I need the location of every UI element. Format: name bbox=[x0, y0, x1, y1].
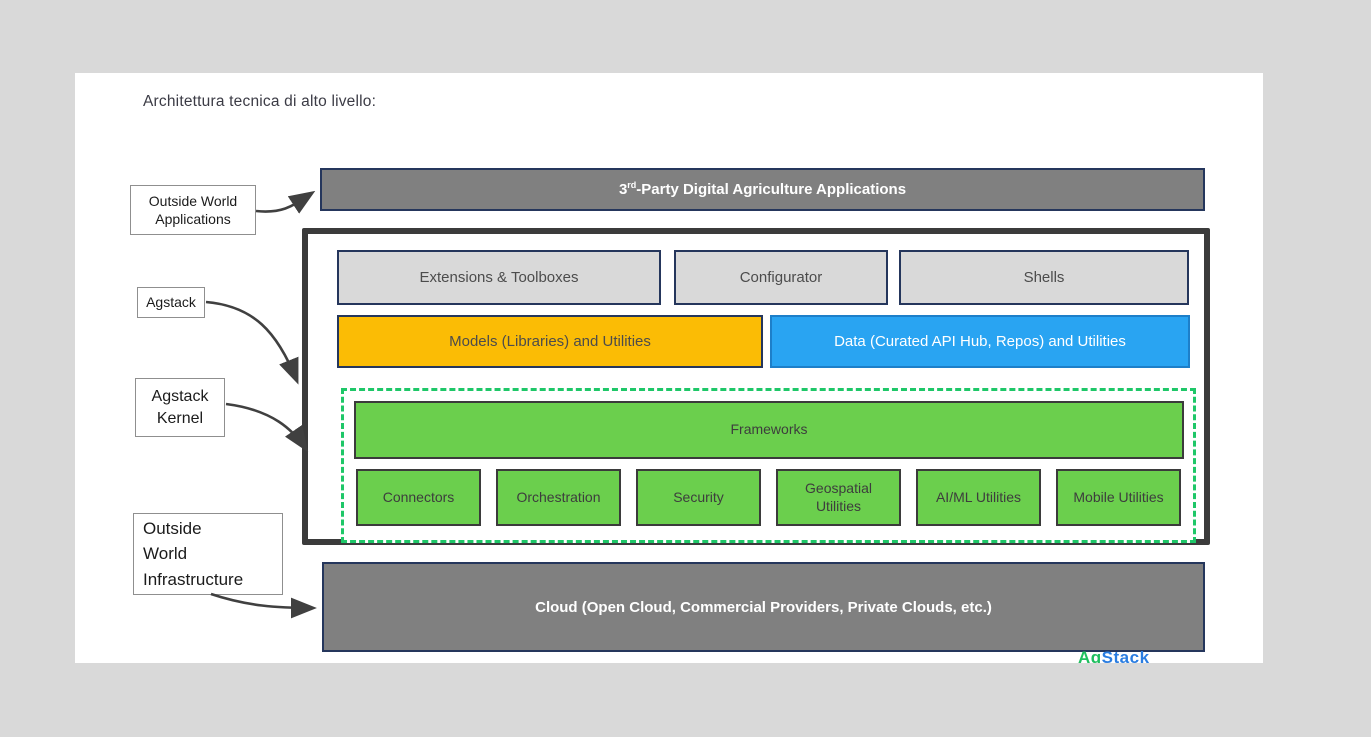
document-page: Architettura tecnica di alto livello: 3r… bbox=[75, 73, 1263, 663]
security-box: Security bbox=[636, 469, 761, 526]
arrow-kernel-to-dashed bbox=[225, 402, 309, 453]
aiml-utilities-box: AI/ML Utilities bbox=[916, 469, 1041, 526]
arrow-infra-to-cloud bbox=[210, 592, 317, 619]
agstack-logo-clipped: AgStack bbox=[1078, 648, 1208, 663]
extensions-toolboxes-box: Extensions & Toolboxes bbox=[337, 250, 661, 305]
arrow-outside-apps-to-bar bbox=[255, 190, 316, 214]
third-party-apps-label: 3rd-Party Digital Agriculture Applicatio… bbox=[618, 180, 907, 199]
cloud-bar: Cloud (Open Cloud, Commercial Providers,… bbox=[322, 562, 1205, 652]
geospatial-utilities-box: Geospatial Utilities bbox=[776, 469, 901, 526]
third-party-apps-bar: 3rd-Party Digital Agriculture Applicatio… bbox=[320, 168, 1205, 211]
agstack-container: Extensions & Toolboxes Configurator Shel… bbox=[302, 228, 1210, 545]
kernel-modules-row: Connectors Orchestration Security Geospa… bbox=[356, 469, 1181, 526]
orchestration-box: Orchestration bbox=[496, 469, 621, 526]
shells-box: Shells bbox=[899, 250, 1189, 305]
models-utilities-box: Models (Libraries) and Utilities bbox=[337, 315, 763, 368]
page-title: Architettura tecnica di alto livello: bbox=[143, 93, 377, 110]
agstack-label: Agstack bbox=[137, 287, 205, 318]
outside-world-applications-label: Outside World Applications bbox=[130, 185, 256, 235]
ordinal-superscript: rd bbox=[627, 180, 637, 190]
arrow-agstack-to-container bbox=[205, 300, 299, 385]
data-utilities-box: Data (Curated API Hub, Repos) and Utilit… bbox=[770, 315, 1190, 368]
logo-blue-part: Stack bbox=[1101, 648, 1150, 663]
mobile-utilities-box: Mobile Utilities bbox=[1056, 469, 1181, 526]
kernel-dashed-container: Frameworks Connectors Orchestration Secu… bbox=[341, 388, 1196, 543]
configurator-box: Configurator bbox=[674, 250, 888, 305]
logo-green-part: Ag bbox=[1078, 648, 1102, 663]
frameworks-box: Frameworks bbox=[354, 401, 1184, 459]
connectors-box: Connectors bbox=[356, 469, 481, 526]
outside-world-infrastructure-label: Outside World Infrastructure bbox=[133, 513, 283, 595]
agstack-kernel-label: Agstack Kernel bbox=[135, 378, 225, 437]
